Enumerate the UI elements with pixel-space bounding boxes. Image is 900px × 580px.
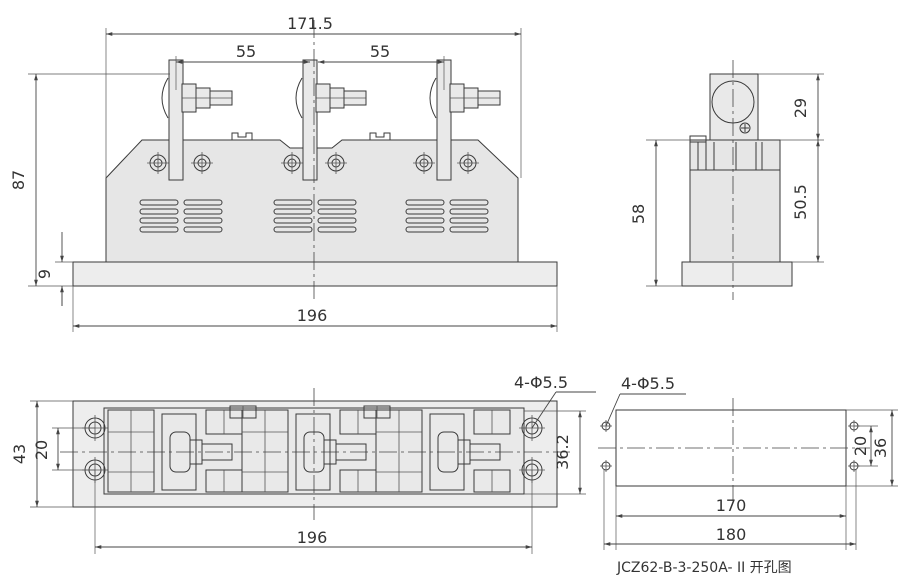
cutout-view: 4-Φ5.5 20 36 170 180 JC bbox=[598, 374, 898, 576]
dim-label-29: 29 bbox=[791, 98, 810, 118]
dim-label-196-plan: 196 bbox=[297, 528, 328, 547]
dim-label-50-5: 50.5 bbox=[791, 184, 810, 220]
dim-plan-width: 43 bbox=[10, 400, 73, 508]
dim-side-height: 58 bbox=[629, 139, 690, 287]
dim-label-171-5: 171.5 bbox=[287, 14, 333, 33]
side-clips bbox=[689, 135, 780, 171]
dim-label-36: 36 bbox=[871, 438, 890, 458]
dim-front-base: 9 bbox=[35, 232, 73, 306]
dim-cutout-length: 180 bbox=[603, 470, 857, 550]
cutout-holes bbox=[600, 420, 860, 472]
side-screw bbox=[739, 122, 751, 134]
dim-label-87: 87 bbox=[9, 170, 28, 190]
dim-label-55-left: 55 bbox=[236, 42, 256, 61]
side-body bbox=[689, 139, 781, 263]
dim-front-base-width: 196 bbox=[72, 286, 558, 332]
dim-plan-length: 196 bbox=[94, 470, 533, 554]
front-body-holes bbox=[147, 152, 479, 174]
dim-front-overall: 171.5 bbox=[105, 14, 522, 178]
dim-side-top: 29 bbox=[758, 73, 824, 141]
side-view: 29 50.5 58 bbox=[629, 60, 824, 300]
side-terminal-block bbox=[709, 73, 759, 141]
dim-plan-holes: 20 bbox=[32, 427, 95, 471]
cutout-hole-note-label: 4-Φ5.5 bbox=[621, 374, 675, 393]
front-base-plate bbox=[72, 261, 558, 287]
dim-label-180: 180 bbox=[716, 525, 747, 544]
dim-label-36-2: 36.2 bbox=[553, 434, 572, 470]
cutout-hole-note: 4-Φ5.5 bbox=[605, 374, 686, 427]
dim-cutout-hole-length: 170 bbox=[615, 486, 847, 550]
front-vent-slots bbox=[139, 199, 489, 233]
dim-side-body: 50.5 bbox=[791, 140, 824, 263]
dim-label-196-front: 196 bbox=[297, 306, 328, 325]
side-base-plate bbox=[681, 261, 793, 287]
dim-plan-inner: 36.2 bbox=[524, 410, 586, 495]
dim-label-58: 58 bbox=[629, 204, 648, 224]
plan-hole-note-label: 4-Φ5.5 bbox=[514, 373, 568, 392]
front-terminals bbox=[161, 59, 501, 181]
dim-cutout-height: 36 bbox=[846, 409, 898, 487]
dim-label-20-cutout: 20 bbox=[851, 436, 870, 456]
dim-label-43: 43 bbox=[10, 444, 29, 464]
plan-hole-note: 4-Φ5.5 bbox=[514, 373, 596, 429]
plan-view: 4-Φ5.5 43 20 36.2 196 bbox=[10, 373, 596, 554]
dim-label-20-plan: 20 bbox=[32, 440, 51, 460]
front-clip-tabs bbox=[231, 132, 391, 140]
cutout-caption: JCZ62-B-3-250A- II 开孔图 bbox=[616, 560, 792, 576]
dim-label-170: 170 bbox=[716, 496, 747, 515]
dim-front-pitch: 55 55 bbox=[175, 42, 445, 90]
dim-label-55-right: 55 bbox=[370, 42, 390, 61]
front-view: 171.5 55 55 87 9 bbox=[9, 14, 558, 332]
dim-cutout-holes: 20 bbox=[851, 425, 878, 467]
dim-front-height: 87 bbox=[9, 73, 170, 287]
dim-label-9: 9 bbox=[35, 269, 54, 279]
